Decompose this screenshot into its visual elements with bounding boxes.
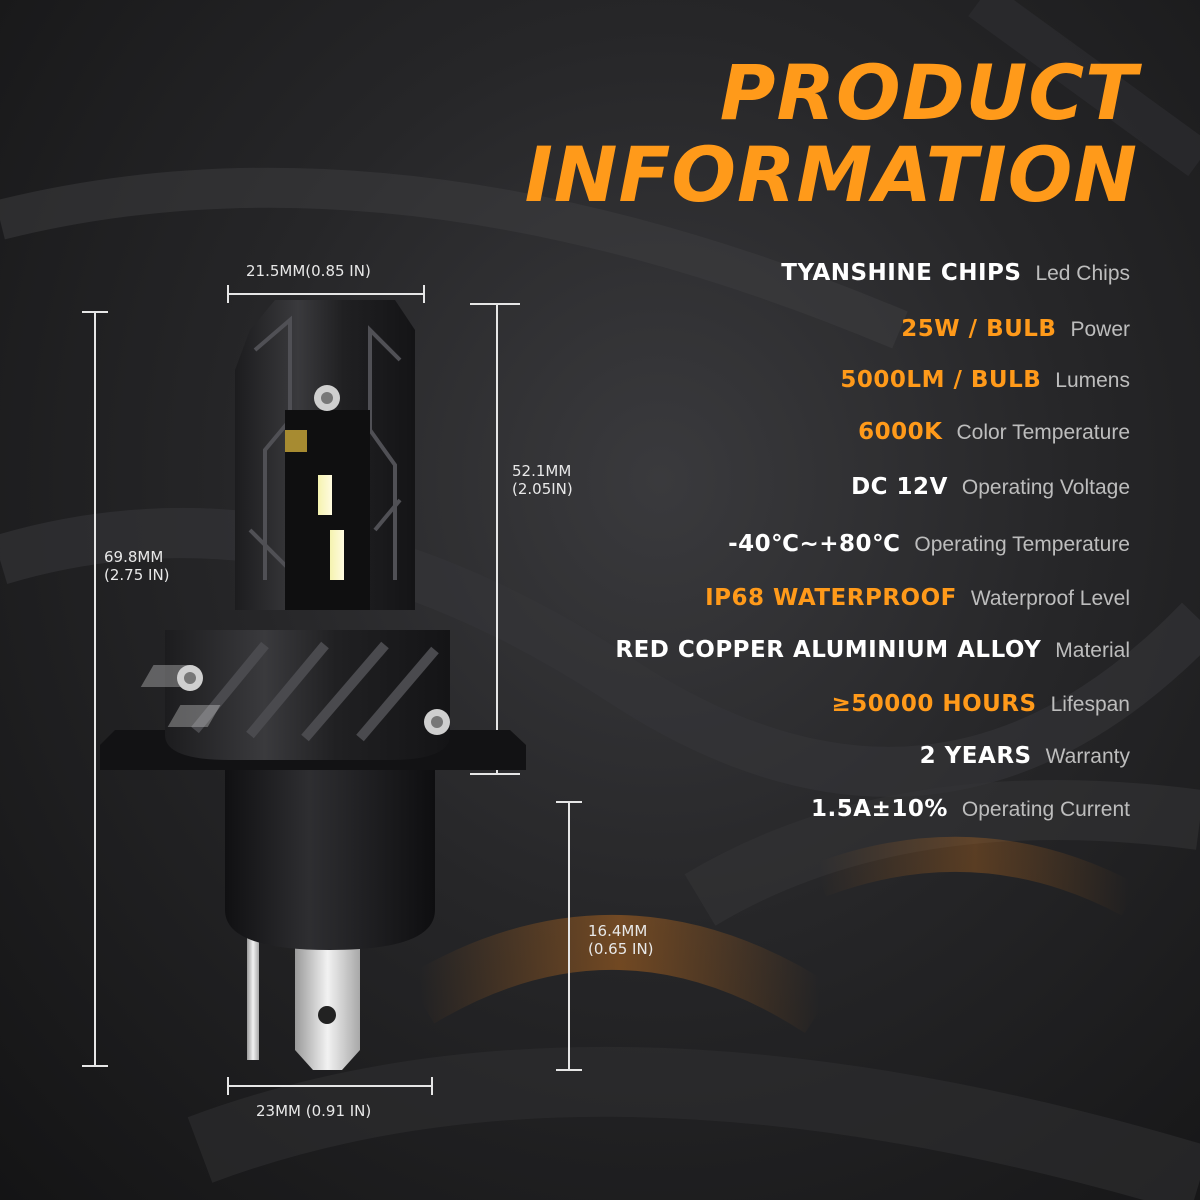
dim-total-height: 69.8MM (2.75 IN) bbox=[104, 548, 170, 584]
spec-value: DC 12V bbox=[851, 474, 948, 500]
spec-value: 25W / BULB bbox=[901, 316, 1057, 342]
spec-row-led-chips: TYANSHINE CHIPS Led Chips bbox=[781, 260, 1130, 286]
dim-top-width: 21.5MM(0.85 IN) bbox=[246, 262, 371, 280]
spec-label: Color Temperature bbox=[956, 421, 1130, 444]
spec-label: Waterproof Level bbox=[970, 587, 1130, 610]
spec-value: 5000LM / BULB bbox=[840, 367, 1042, 393]
spec-value: 2 YEARS bbox=[919, 743, 1032, 769]
spec-value: RED COPPER ALUMINIUM ALLOY bbox=[615, 637, 1042, 663]
spec-label: Operating Voltage bbox=[961, 476, 1130, 499]
dim-total-height-mm: 69.8MM bbox=[104, 548, 164, 566]
spec-row-material: RED COPPER ALUMINIUM ALLOY Material bbox=[615, 637, 1130, 663]
spec-label: Power bbox=[1070, 318, 1130, 341]
led-headlight-bulb-icon bbox=[100, 300, 526, 1070]
spec-value: 6000K bbox=[858, 419, 943, 445]
dim-base-height-mm: 16.4MM bbox=[588, 922, 648, 940]
dim-base-height: 16.4MM (0.65 IN) bbox=[588, 922, 654, 958]
spec-label: Operating Current bbox=[961, 798, 1130, 821]
spec-label: Material bbox=[1055, 639, 1130, 662]
spec-row-lifespan: ≥50000 HOURS Lifespan bbox=[832, 691, 1130, 717]
spec-row-color-temperature: 6000K Color Temperature bbox=[858, 419, 1130, 445]
spec-value: IP68 WATERPROOF bbox=[705, 585, 957, 611]
spec-label: Led Chips bbox=[1035, 262, 1130, 285]
spec-row-operating-current: 1.5A±10% Operating Current bbox=[811, 796, 1130, 822]
spec-value: 1.5A±10% bbox=[811, 796, 948, 822]
spec-label: Lifespan bbox=[1050, 693, 1130, 716]
spec-label: Lumens bbox=[1055, 369, 1130, 392]
dim-base-height-in: (0.65 IN) bbox=[588, 940, 654, 958]
spec-value: ≥50000 HOURS bbox=[831, 691, 1037, 717]
spec-value: -40℃~+80℃ bbox=[728, 531, 901, 557]
spec-label: Operating Temperature bbox=[914, 533, 1130, 556]
spec-row-power: 25W / BULB Power bbox=[901, 316, 1130, 342]
spec-row-lumens: 5000LM / BULB Lumens bbox=[840, 367, 1130, 393]
title-line-2: INFORMATION bbox=[524, 130, 1138, 219]
spec-list: TYANSHINE CHIPS Led Chips 25W / BULB Power… bbox=[370, 0, 1130, 900]
dim-base-width: 23MM (0.91 IN) bbox=[256, 1102, 372, 1120]
title-line-1: PRODUCT bbox=[719, 48, 1138, 137]
spec-row-operating-temperature: -40℃~+80℃ Operating Temperature bbox=[728, 531, 1130, 557]
page-title: PRODUCT INFORMATION bbox=[525, 52, 1138, 216]
spec-row-warranty: 2 YEARS Warranty bbox=[920, 743, 1130, 769]
dim-head-height: 52.1MM (2.05IN) bbox=[512, 462, 573, 498]
dim-head-height-in: (2.05IN) bbox=[512, 480, 573, 498]
spec-row-waterproof-level: IP68 WATERPROOF Waterproof Level bbox=[705, 585, 1130, 611]
dim-total-height-in: (2.75 IN) bbox=[104, 566, 170, 584]
dim-head-height-mm: 52.1MM bbox=[512, 462, 572, 480]
spec-row-operating-voltage: DC 12V Operating Voltage bbox=[851, 474, 1130, 500]
spec-value: TYANSHINE CHIPS bbox=[781, 260, 1022, 286]
spec-label: Warranty bbox=[1045, 745, 1130, 768]
